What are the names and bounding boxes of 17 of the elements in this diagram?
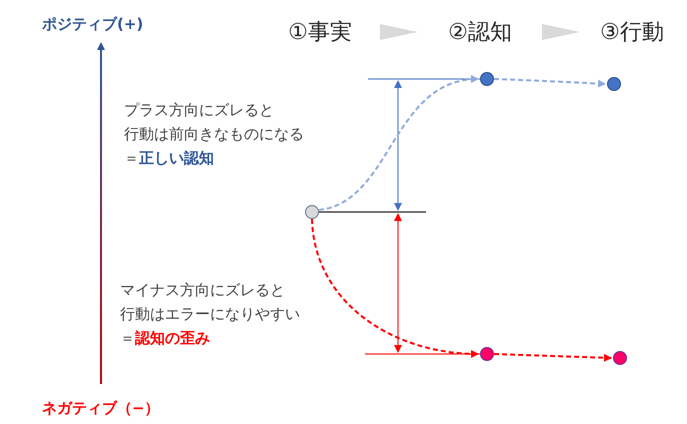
step-heading: ①事実 bbox=[288, 18, 352, 46]
note-text: ＝正しい認知 bbox=[124, 148, 214, 168]
axis-label: ネガティブ（−） bbox=[42, 398, 160, 418]
step-heading: ②認知 bbox=[448, 18, 512, 46]
chevron-arrow bbox=[380, 24, 418, 40]
note-text: 行動はエラーになりやすい bbox=[120, 304, 300, 324]
chevron-arrow bbox=[542, 24, 580, 40]
arrow bbox=[311, 218, 479, 358]
note-text: プラス方向にズレると bbox=[124, 100, 274, 120]
arrow bbox=[494, 78, 606, 88]
arrow bbox=[494, 353, 612, 362]
arrow bbox=[318, 76, 479, 211]
note-text: 行動は前向きなものになる bbox=[124, 124, 304, 144]
step-heading: ③行動 bbox=[600, 18, 664, 46]
axis-label: ポジティブ(+) bbox=[42, 14, 144, 34]
note-text: ＝認知の歪み bbox=[120, 328, 210, 348]
note-text: マイナス方向にズレると bbox=[120, 280, 285, 300]
